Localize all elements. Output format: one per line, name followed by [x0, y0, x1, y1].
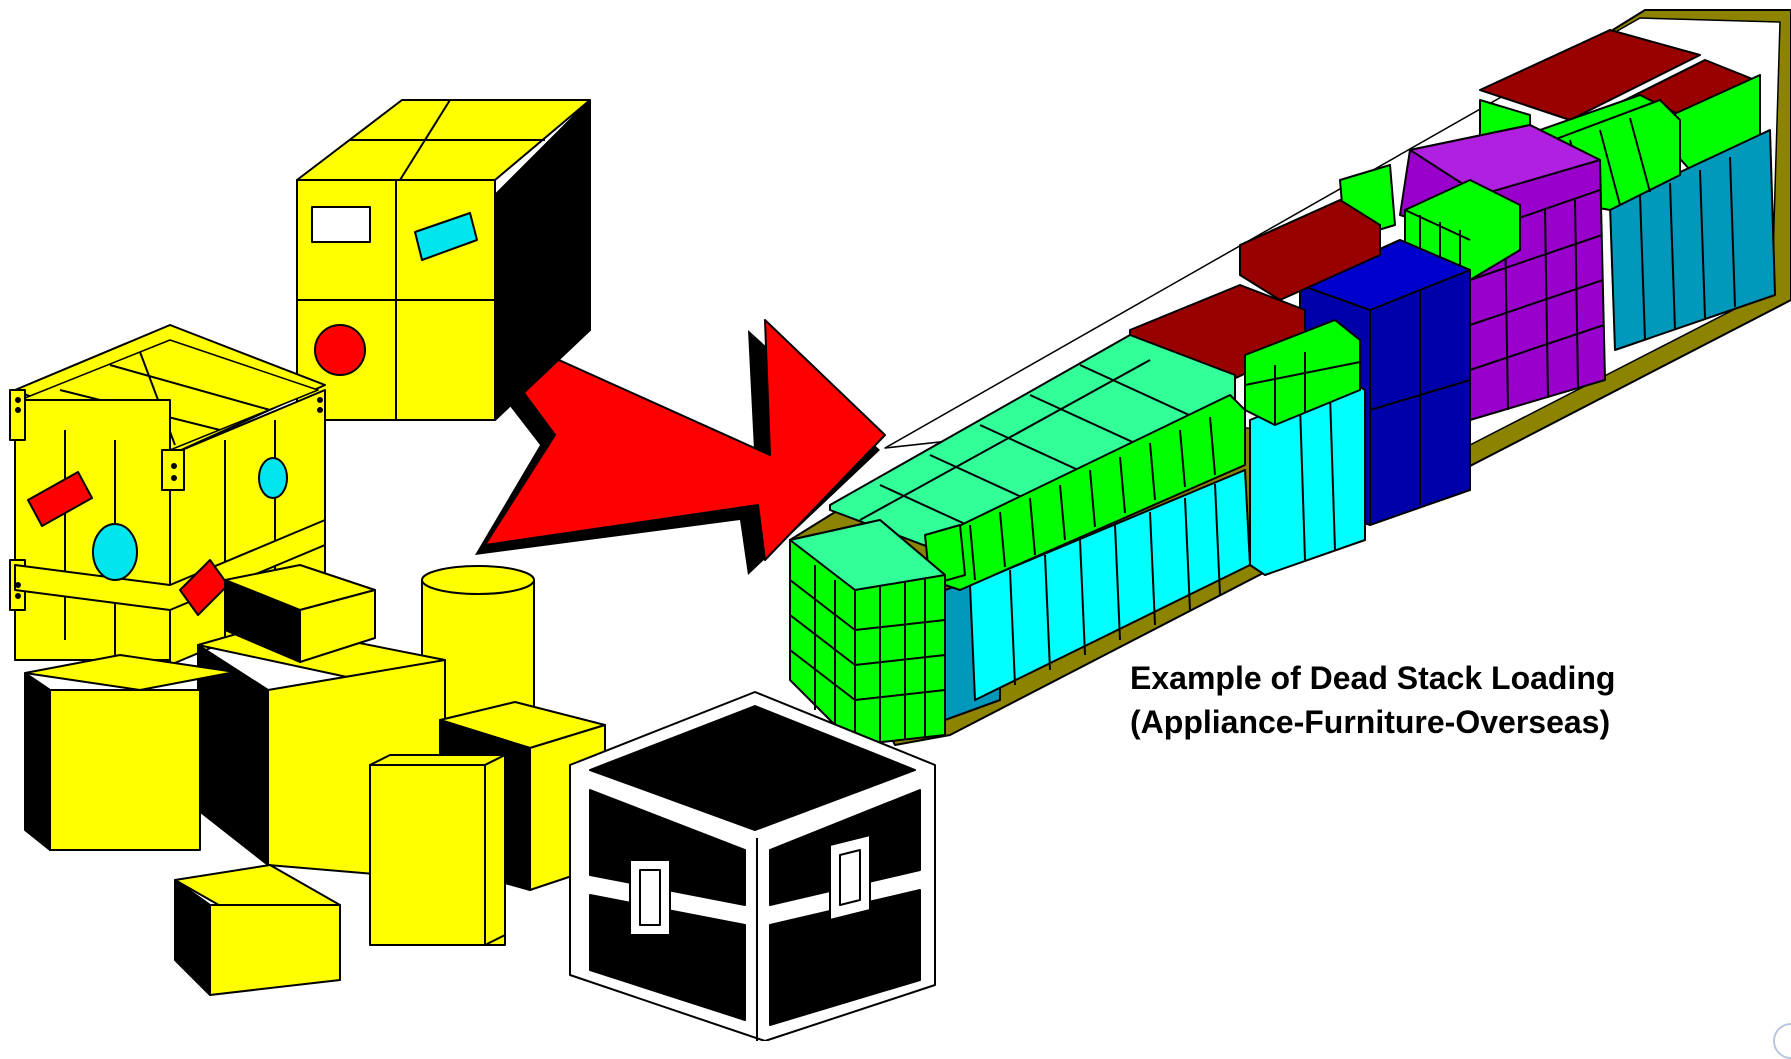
- shipping-trunk-icon: [569, 691, 936, 1041]
- cardboard-box-icon: [296, 99, 591, 421]
- caption-line-2: (Appliance-Furniture-Overseas): [1130, 704, 1611, 740]
- diagram-caption: Example of Dead Stack Loading (Appliance…: [1130, 656, 1615, 744]
- arrow-right-icon: [455, 319, 886, 575]
- cardboard-box-icon: [174, 864, 341, 996]
- cardboard-box-icon: [369, 754, 506, 946]
- shipping-container-icon: [789, 9, 1791, 746]
- cardboard-box-icon: [224, 564, 376, 663]
- caption-line-1: Example of Dead Stack Loading: [1130, 660, 1616, 696]
- cardboard-box-icon: [24, 654, 236, 851]
